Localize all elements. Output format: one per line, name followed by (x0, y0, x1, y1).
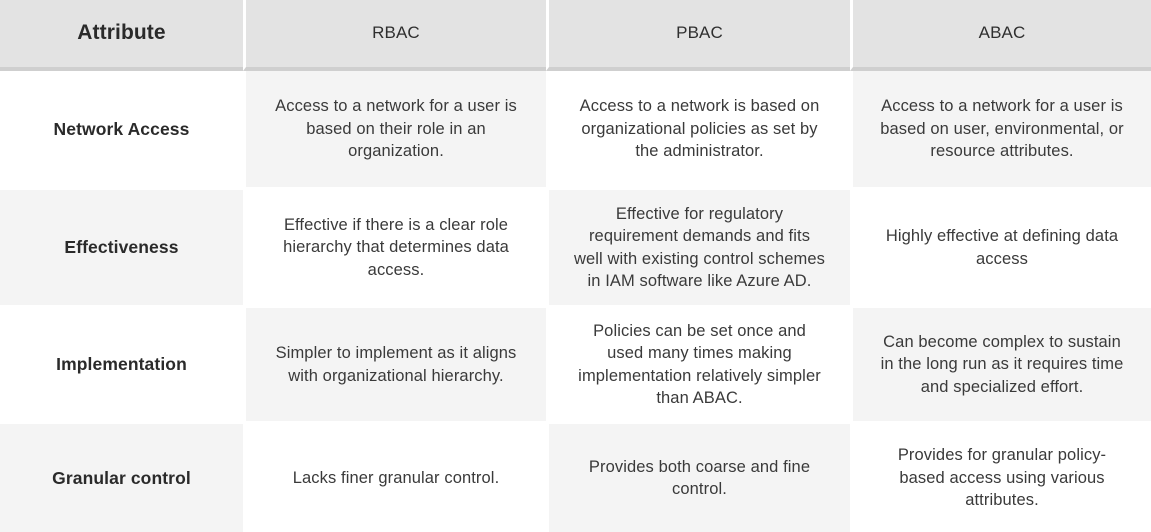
cell-network-access-rbac: Access to a network for a user is based … (243, 71, 546, 187)
header-abac: ABAC (850, 0, 1151, 71)
cell-implementation-pbac: Policies can be set once and used many t… (546, 305, 850, 421)
cell-network-access-pbac: Access to a network is based on organiza… (546, 71, 850, 187)
cell-granular-control-rbac: Lacks finer granular control. (243, 421, 546, 532)
cell-implementation-rbac: Simpler to implement as it aligns with o… (243, 305, 546, 421)
cell-network-access-abac: Access to a network for a user is based … (850, 71, 1151, 187)
cell-implementation-abac: Can become complex to sustain in the lon… (850, 305, 1151, 421)
row-label-effectiveness: Effectiveness (0, 187, 243, 305)
cell-effectiveness-rbac: Effective if there is a clear role hiera… (243, 187, 546, 305)
cell-granular-control-abac: Provides for granular policy-based acces… (850, 421, 1151, 532)
row-label-granular-control: Granular control (0, 421, 243, 532)
cell-granular-control-pbac: Provides both coarse and fine control. (546, 421, 850, 532)
row-label-network-access: Network Access (0, 71, 243, 187)
row-label-implementation: Implementation (0, 305, 243, 421)
header-rbac: RBAC (243, 0, 546, 71)
cell-effectiveness-pbac: Effective for regulatory requirement dem… (546, 187, 850, 305)
cell-effectiveness-abac: Highly effective at defining data access (850, 187, 1151, 305)
header-attribute: Attribute (0, 0, 243, 71)
header-pbac: PBAC (546, 0, 850, 71)
